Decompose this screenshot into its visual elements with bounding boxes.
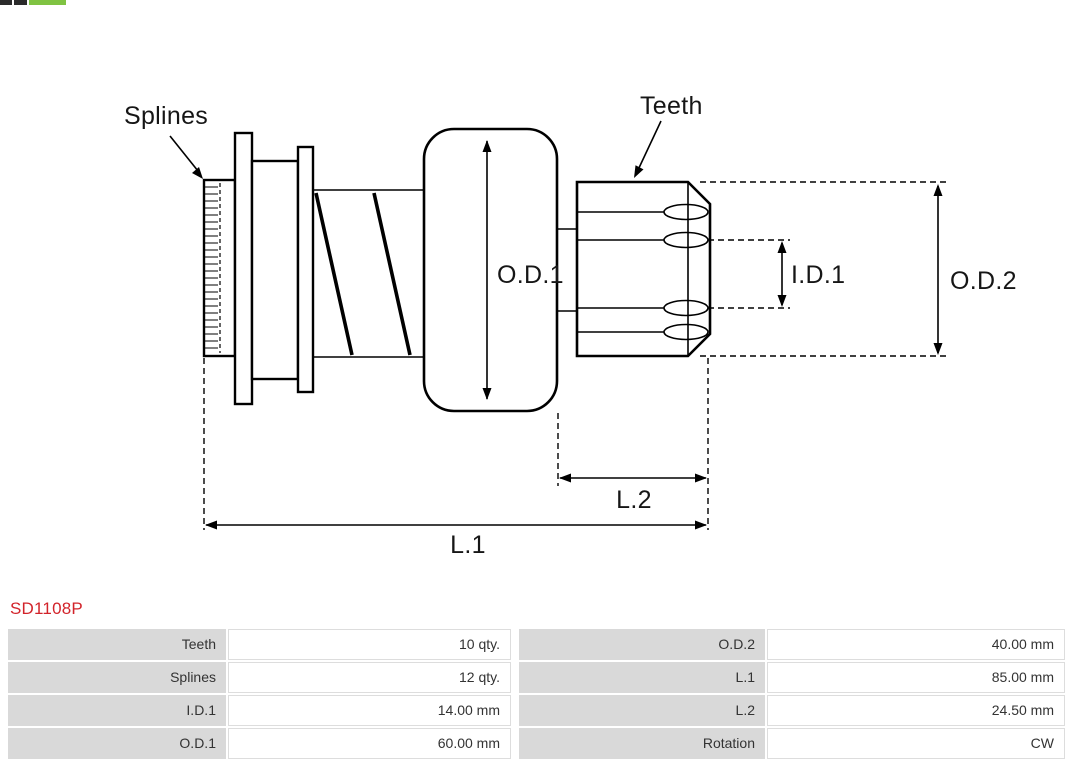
od1-dimension: O.D.1: [482, 140, 564, 400]
od2-dimension: O.D.2: [700, 181, 1017, 357]
l2-label: L.2: [616, 486, 652, 514]
shaft-neck: [557, 228, 577, 312]
gear-tooth-end: [663, 203, 709, 221]
clutch-body: [422, 127, 559, 413]
l2-arrowhead-left-icon: [559, 473, 571, 483]
id1-dimension: I.D.1: [708, 239, 845, 309]
spec-grid-left: Teeth 10 qty. Splines 12 qty. I.D.1 14.0…: [8, 629, 511, 759]
id1-label: I.D.1: [791, 261, 845, 289]
spring-coil-line: [372, 192, 412, 356]
od2-arrowhead-down-icon: [933, 343, 943, 355]
splines-arrowhead-icon: [192, 167, 203, 179]
spec-label-splines: Splines: [8, 662, 226, 693]
teeth-callout: Teeth: [634, 92, 703, 178]
teeth-leader-line: [637, 120, 662, 171]
pinion-gear: [575, 180, 712, 358]
spec-value-teeth: 10 qty.: [228, 629, 511, 660]
l2-arrowhead-right-icon: [695, 473, 707, 483]
od1-arrowhead-down-icon: [482, 388, 492, 400]
clutch-body-outline: [422, 127, 559, 413]
collar-body: [250, 159, 300, 381]
gear-tooth-end: [663, 323, 709, 341]
spec-label-od1: O.D.1: [8, 728, 226, 759]
l1-arrowhead-left-icon: [205, 520, 217, 530]
od2-label: O.D.2: [950, 267, 1017, 295]
spec-label-l1: L.1: [519, 662, 765, 693]
spec-value-l2: 24.50 mm: [767, 695, 1065, 726]
technical-drawing: Splines Teeth: [124, 92, 1017, 559]
spec-value-od1: 60.00 mm: [228, 728, 511, 759]
spec-label-teeth: Teeth: [8, 629, 226, 660]
gear-outline: [575, 180, 712, 358]
spline-shaft: [202, 178, 237, 358]
part-number: SD1108P: [10, 599, 83, 618]
brand-logo-dark-fragment: [0, 0, 12, 5]
brand-logo-dark-fragment: [14, 0, 27, 5]
specifications-table: Teeth 10 qty. Splines 12 qty. I.D.1 14.0…: [8, 629, 1065, 759]
l2-dimension: L.2: [557, 358, 709, 530]
brand-logo-green-fragment: [29, 0, 66, 5]
spring-coil-line: [314, 192, 354, 356]
teeth-arrowhead-icon: [634, 165, 644, 178]
spec-label-l2: L.2: [519, 695, 765, 726]
spec-value-od2: 40.00 mm: [767, 629, 1065, 660]
id1-arrowhead-down-icon: [777, 295, 787, 307]
flange-plate-small: [296, 145, 315, 394]
l1-label: L.1: [450, 531, 486, 559]
spec-label-id1: I.D.1: [8, 695, 226, 726]
splines-label: Splines: [124, 102, 208, 130]
od2-arrowhead-up-icon: [933, 184, 943, 196]
flange-plate-large: [233, 131, 254, 406]
spec-value-id1: 14.00 mm: [228, 695, 511, 726]
spec-value-rotation: CW: [767, 728, 1065, 759]
spec-label-od2: O.D.2: [519, 629, 765, 660]
spec-grid-right: O.D.2 40.00 mm L.1 85.00 mm L.2 24.50 mm…: [519, 629, 1065, 759]
teeth-label: Teeth: [640, 92, 703, 120]
spec-value-splines: 12 qty.: [228, 662, 511, 693]
l1-arrowhead-right-icon: [695, 520, 707, 530]
id1-arrowhead-up-icon: [777, 241, 787, 253]
spring-section: [313, 189, 424, 358]
l1-dimension: L.1: [203, 358, 707, 559]
drive-collar: [233, 131, 315, 406]
od1-label: O.D.1: [497, 261, 564, 289]
spec-value-l1: 85.00 mm: [767, 662, 1065, 693]
brand-logo: [0, 0, 66, 5]
spec-label-rotation: Rotation: [519, 728, 765, 759]
od1-arrowhead-up-icon: [482, 140, 492, 152]
splines-callout: Splines: [124, 102, 208, 179]
splines-leader-line: [169, 135, 199, 172]
spline-serrations: [205, 186, 218, 349]
